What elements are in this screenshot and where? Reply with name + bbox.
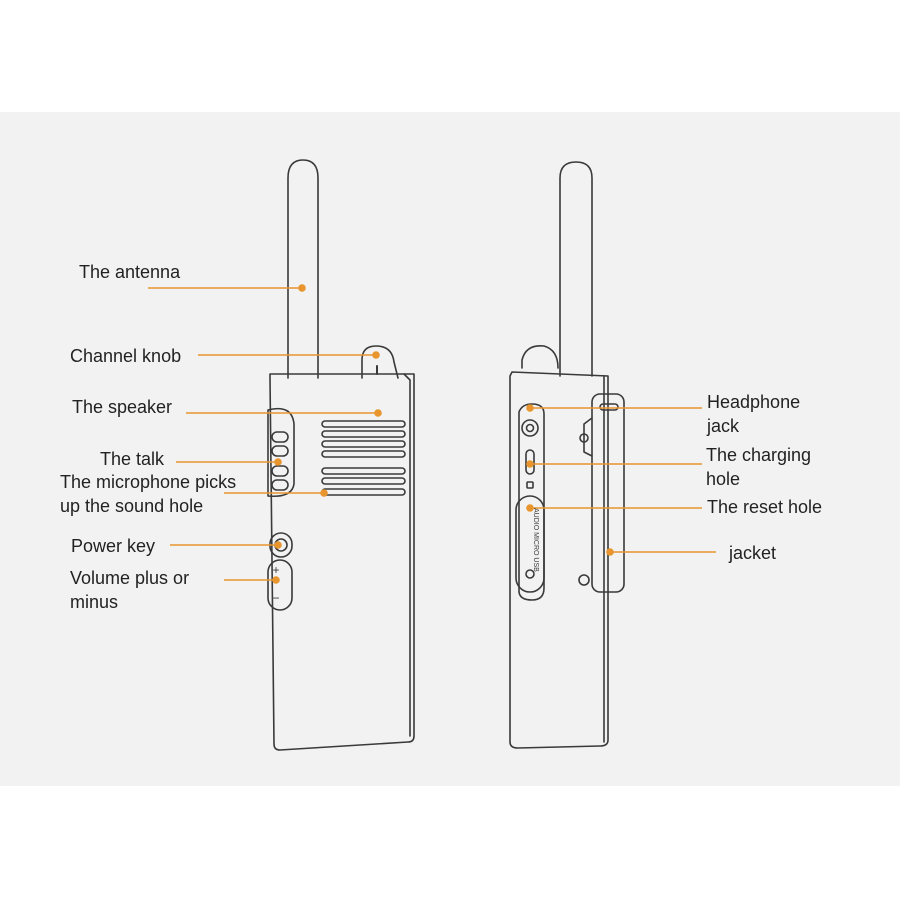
label-reset-hole: The reset hole	[707, 497, 823, 517]
front-body	[269, 373, 415, 751]
jacket-clip	[591, 393, 625, 593]
label-volume-line1: Volume plus or	[70, 568, 190, 588]
label-volume: Volume plus or minus	[70, 566, 189, 614]
label-headphone-jack: Headphone jack	[707, 390, 800, 438]
label-antenna: The antenna	[79, 262, 181, 282]
side-knob	[521, 344, 559, 369]
volume-minus-mark: −	[272, 591, 279, 605]
label-charging-line1: The charging	[706, 445, 812, 465]
label-talk: The talk	[100, 449, 165, 469]
label-speaker: The speaker	[72, 397, 173, 417]
front-body-bevel	[403, 373, 411, 737]
label-charging-hole: The charging hole	[706, 443, 811, 491]
volume-key	[267, 559, 293, 611]
side-walkie-talkie	[509, 161, 625, 749]
label-microphone-line1: The microphone picks	[60, 472, 237, 492]
label-volume-line2: minus	[70, 592, 119, 612]
port-caption: AUDIO MICRO USB	[532, 508, 539, 572]
label-headphone-line2: jack	[707, 416, 740, 436]
lower-cover	[515, 495, 545, 593]
label-microphone: The microphone picks up the sound hole	[60, 470, 236, 518]
label-charging-line2: hole	[706, 469, 741, 489]
charging-port	[525, 449, 535, 475]
label-jacket: jacket	[729, 543, 777, 563]
side-body	[509, 371, 609, 749]
speaker-grille	[321, 420, 406, 496]
leader-lines	[148, 284, 716, 584]
front-walkie-talkie	[267, 159, 415, 751]
reset-port	[526, 481, 534, 489]
label-headphone-line1: Headphone	[707, 392, 801, 412]
front-side-panel	[267, 407, 295, 498]
headphone-port	[521, 419, 539, 437]
label-microphone-line2: up the sound hole	[60, 496, 204, 516]
background-panel	[0, 112, 900, 786]
port-cover	[518, 403, 545, 601]
label-power-key: Power key	[71, 536, 156, 556]
label-channel-knob: Channel knob	[70, 346, 182, 366]
volume-plus-mark: +	[272, 563, 279, 577]
front-antenna	[287, 159, 319, 379]
side-antenna	[559, 161, 593, 377]
talk-button-slots	[271, 431, 289, 491]
